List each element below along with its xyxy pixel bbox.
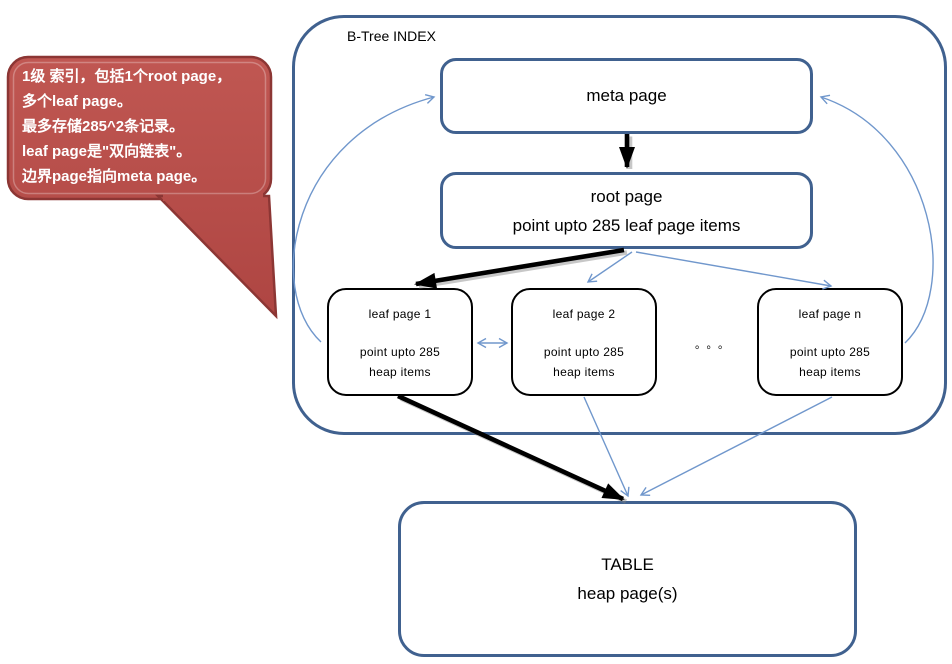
node-root-page: root page point upto 285 leaf page items (440, 172, 813, 249)
leaf-page-2-title: leaf page 2 (552, 307, 616, 321)
root-page-sublabel: point upto 285 leaf page items (512, 215, 741, 235)
node-meta-page: meta page (440, 58, 813, 134)
callout-seam (163, 192, 263, 201)
callout-line: 1级 索引，包括1个root page， (22, 68, 232, 85)
leaf-page-1-body-line2: heap items (369, 365, 431, 379)
callout-text: 1级 索引，包括1个root page， 多个leaf page。 最多存储28… (22, 64, 268, 189)
node-leaf-page-1: leaf page 1 point upto 285 heap items (327, 288, 473, 396)
node-table-heap: TABLE heap page(s) (398, 501, 857, 657)
leaf-page-n-title: leaf page n (798, 307, 862, 321)
node-leaf-page-n: leaf page n point upto 285 heap items (757, 288, 903, 396)
leaf-page-2-body: point upto 285 heap items (544, 342, 624, 382)
btree-index-title: B-Tree INDEX (347, 28, 436, 44)
leaf-page-2-body-line2: heap items (553, 365, 615, 379)
callout-line: leaf page是"双向链表"。 (22, 143, 192, 160)
leaf-pages-ellipsis: 。。。 (695, 339, 735, 351)
callout-line: 多个leaf page。 (22, 93, 133, 110)
callout-line: 最多存储285^2条记录。 (22, 118, 185, 135)
leaf-page-n-body-line1: point upto 285 (789, 345, 871, 359)
leaf-page-2-body-line1: point upto 285 (543, 345, 625, 359)
root-page-label: root page (590, 186, 663, 206)
node-leaf-page-2: leaf page 2 point upto 285 heap items (511, 288, 657, 396)
table-label: TABLE (601, 555, 654, 574)
table-sublabel: heap page(s) (577, 584, 678, 603)
leaf-page-1-title: leaf page 1 (368, 307, 432, 321)
meta-page-label: meta page (586, 86, 667, 105)
leaf-page-n-body-line2: heap items (799, 365, 861, 379)
callout-line: 边界page指向meta page。 (22, 168, 207, 185)
callout-tail (155, 194, 278, 320)
leaf-page-n-body: point upto 285 heap items (790, 342, 870, 382)
leaf-page-1-body-line1: point upto 285 (359, 345, 441, 359)
leaf-page-1-body: point upto 285 heap items (360, 342, 440, 382)
